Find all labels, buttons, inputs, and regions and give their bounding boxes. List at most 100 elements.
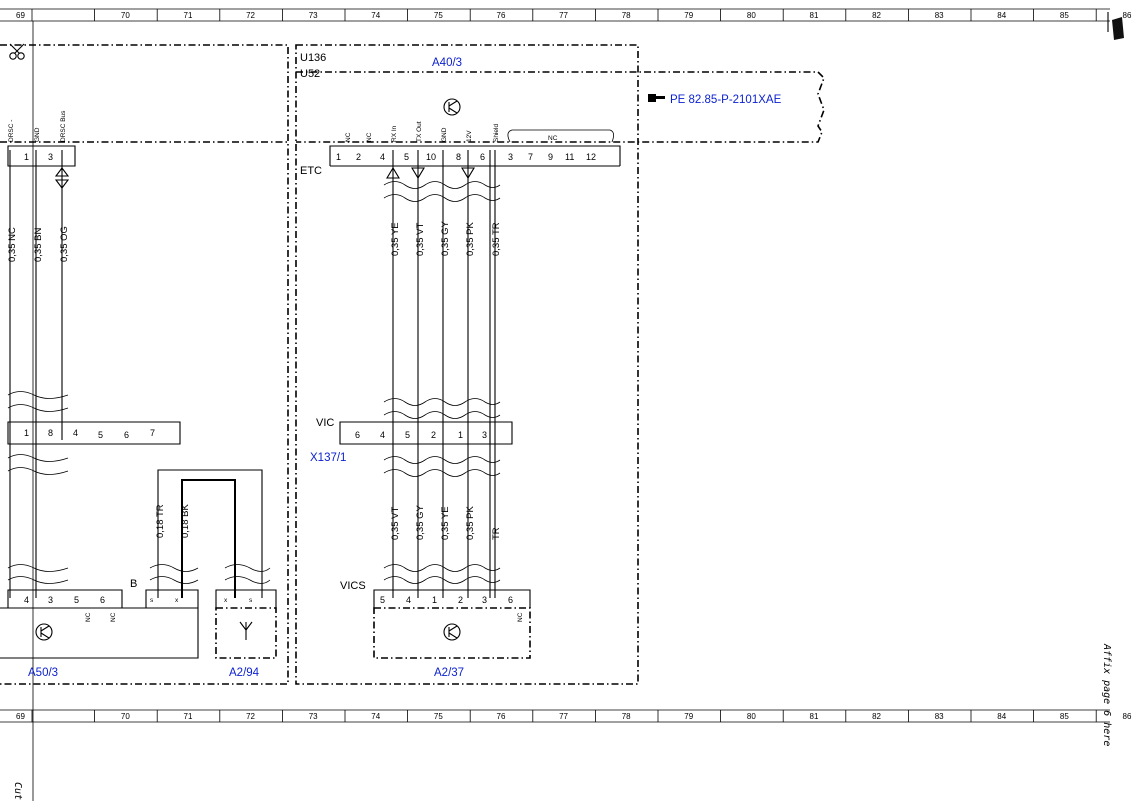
left-top-pins: 1 3 DRSC - GND DRSC Bus [8, 110, 67, 162]
left-module-outline [0, 44, 289, 685]
ruler-number-bottom-76: 76 [497, 712, 506, 721]
svg-text:8: 8 [456, 152, 461, 162]
svg-text:0,35 PK: 0,35 PK [465, 222, 476, 256]
ruler-number-top-69: 69 [16, 11, 25, 20]
pe-reference-label: PE 82.85-P-2101XAE [670, 94, 782, 106]
svg-text:0,35 YE: 0,35 YE [390, 222, 401, 256]
ruler-number-top-79: 79 [684, 11, 693, 20]
svg-text:TR: TR [491, 527, 502, 540]
vic-label: VIC [316, 417, 334, 429]
ruler-number-bottom-69: 69 [16, 712, 25, 721]
svg-text:5: 5 [380, 595, 385, 605]
svg-text:3: 3 [48, 595, 53, 605]
svg-text:4: 4 [406, 595, 411, 605]
ruler-number-bottom-80: 80 [747, 712, 756, 721]
left-top-connector [7, 145, 76, 167]
affix-page-label: Affix page 6 here [1101, 643, 1112, 746]
ruler-number-top-70: 70 [121, 11, 130, 20]
svg-text:0,35 VT: 0,35 VT [415, 223, 426, 256]
a2-37-label: A2/37 [434, 667, 464, 679]
etc-connector [329, 145, 621, 167]
ruler-number-bottom-84: 84 [997, 712, 1006, 721]
a50-pins: 4 3 5 6 NC NC [24, 595, 117, 622]
svg-text:5: 5 [74, 595, 79, 605]
svg-text:4: 4 [380, 152, 385, 162]
svg-text:9: 9 [548, 152, 553, 162]
svg-text:0,18 TR: 0,18 TR [155, 504, 166, 538]
svg-text:1: 1 [458, 430, 463, 440]
ruler-number-bottom-71: 71 [184, 712, 193, 721]
x137-1-label: X137/1 [310, 452, 346, 464]
svg-text:0,35 YE: 0,35 YE [440, 506, 451, 540]
ruler-number-bottom-81: 81 [810, 712, 819, 721]
etc-pins: 1 2 4 5 10 8 6 3 7 9 11 12 [336, 152, 596, 162]
etc-label: ETC [300, 165, 322, 177]
a50-3-label: A50/3 [28, 667, 58, 679]
svg-text:10: 10 [426, 152, 436, 162]
vic-connector [339, 421, 513, 445]
ruler-number-top-85: 85 [1060, 11, 1069, 20]
a40-3-outline [296, 71, 825, 143]
u136-module-outline [295, 44, 639, 685]
svg-text:0,35 GY: 0,35 GY [440, 220, 451, 256]
ruler-number-bottom-72: 72 [246, 712, 255, 721]
left-mid-connector [7, 421, 181, 445]
svg-text:NC: NC [85, 612, 92, 622]
ruler-number-top-77: 77 [559, 11, 568, 20]
ruler-number-bottom-70: 70 [121, 712, 130, 721]
bottom-ruler [0, 709, 1110, 723]
b-label: B [130, 578, 137, 590]
vics-label: VICS [340, 580, 366, 592]
upper-wire-labels: 0,35 YE 0,35 VT 0,35 GY 0,35 PK 0,35 TR … [7, 220, 502, 262]
left-mid-pins: 1 8 4 5 6 7 [24, 428, 155, 440]
svg-text:NC: NC [110, 612, 117, 622]
svg-text:6: 6 [480, 152, 485, 162]
svg-text:x: x [224, 597, 228, 604]
svg-text:6: 6 [508, 595, 513, 605]
ruler-number-bottom-77: 77 [559, 712, 568, 721]
ruler-number-bottom-75: 75 [434, 712, 443, 721]
svg-text:8: 8 [48, 428, 53, 438]
svg-text:0,35 VT: 0,35 VT [390, 507, 401, 540]
svg-text:Shield: Shield [493, 124, 500, 142]
svg-text:x: x [175, 597, 179, 604]
a50-connector [7, 589, 123, 608]
transistor-icon-a237 [443, 623, 461, 641]
svg-text:s: s [150, 597, 154, 604]
transistor-icon-a40 [443, 98, 461, 116]
svg-text:6: 6 [124, 430, 129, 440]
ruler-number-bottom-78: 78 [622, 712, 631, 721]
svg-text:GND: GND [441, 127, 448, 142]
svg-text:0,35 GY: 0,35 GY [415, 504, 426, 540]
svg-text:0,18 BK: 0,18 BK [180, 504, 191, 538]
harness-bands [7, 181, 501, 584]
svg-text:4: 4 [73, 428, 78, 438]
a2-37-outline [373, 607, 531, 659]
vics-connector [373, 589, 531, 608]
svg-text:6: 6 [100, 595, 105, 605]
ruler-number-bottom-85: 85 [1060, 712, 1069, 721]
ruler-number-bottom-82: 82 [872, 712, 881, 721]
svg-text:s: s [249, 597, 253, 604]
ruler-number-top-72: 72 [246, 11, 255, 20]
left-wires [9, 150, 63, 598]
svg-text:0,35 TR: 0,35 TR [491, 222, 502, 256]
svg-text:DRSC -: DRSC - [8, 120, 15, 142]
svg-text:TX Out: TX Out [416, 121, 423, 142]
a50-3-outline [0, 607, 199, 659]
svg-text:2: 2 [356, 152, 361, 162]
ruler-number-top-75: 75 [434, 11, 443, 20]
vic-pins: 6 4 5 2 1 3 [355, 430, 487, 440]
binding-icon [1107, 12, 1124, 40]
cut-here-label: Cut here [12, 782, 23, 801]
etc-signals: NC NC RX In TX Out GND 12V Shield [345, 121, 500, 142]
svg-text:12: 12 [586, 152, 596, 162]
svg-text:3: 3 [48, 152, 53, 162]
ruler-number-top-76: 76 [497, 11, 506, 20]
svg-text:RX In: RX In [391, 125, 398, 142]
vics-pins: 5 4 1 2 3 6 NC [380, 595, 524, 622]
svg-text:1: 1 [24, 428, 29, 438]
svg-text:5: 5 [98, 430, 103, 440]
ruler-number-bottom-74: 74 [371, 712, 380, 721]
